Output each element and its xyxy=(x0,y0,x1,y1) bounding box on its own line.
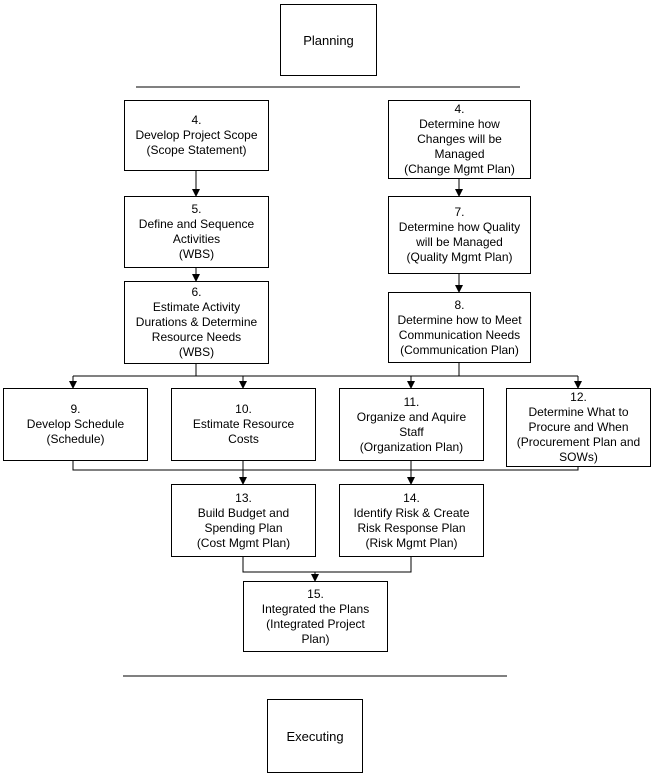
step-text-line: (WBS) xyxy=(178,345,215,359)
step-text-line: Determine how xyxy=(419,117,500,131)
step-text-line: Develop Schedule xyxy=(26,417,125,431)
executing-phase-box: Executing xyxy=(267,699,363,773)
step-text-line: (Risk Mgmt Plan) xyxy=(365,535,458,550)
step-text-line: Risk Response Plan xyxy=(357,520,466,535)
fanout-line xyxy=(195,363,460,377)
step-text-line: Spending Plan xyxy=(204,520,283,535)
step-text-line: Determine how to Meet xyxy=(397,312,522,327)
step-text-line: (Change Mgmt Plan) xyxy=(404,162,515,176)
step-text-line: will be Managed xyxy=(416,235,503,249)
step-text-line: Plan) xyxy=(301,631,330,646)
step-text-line: 7. xyxy=(454,205,465,219)
step-text-line: (Schedule) xyxy=(46,432,105,446)
step-text-line: Resource Needs xyxy=(151,330,242,344)
gather-line xyxy=(72,461,579,471)
step-text-line: 9. xyxy=(70,402,81,416)
step-develop-schedule: 9.Develop Schedule(Schedule) xyxy=(3,388,148,461)
step-text-line: 15. xyxy=(307,586,324,601)
step-text-line: Integrated the Plans xyxy=(261,601,370,616)
step-text-line: Communication Needs xyxy=(398,327,521,342)
step-text-line: (Cost Mgmt Plan) xyxy=(196,535,291,550)
step-text-line: 5. xyxy=(191,202,202,216)
step-text-line: Activities xyxy=(172,232,221,246)
step-text-line: Estimate Activity xyxy=(152,300,241,314)
step-text-line: (Quality Mgmt Plan) xyxy=(406,250,513,264)
step-text-line: (Integrated Project xyxy=(266,616,365,631)
step-text-line: Costs xyxy=(228,432,259,446)
step-text-line: Durations & Determine xyxy=(135,315,258,329)
step-text-line: Estimate Resource xyxy=(192,417,295,431)
step-text-line: Changes will be xyxy=(417,132,502,146)
step-text-line: Build Budget and xyxy=(197,505,290,520)
step-text-line: Organize and Aquire xyxy=(356,409,467,424)
step-text-line: Procure and When xyxy=(528,420,629,434)
step-text-line: (Procurement Plan and xyxy=(516,435,641,449)
step-develop-scope: 4.Develop Project Scope(Scope Statement) xyxy=(124,100,269,171)
step-text-line: (Organization Plan) xyxy=(359,439,464,454)
step-text-line: 6. xyxy=(191,285,202,299)
executing-label: Executing xyxy=(286,728,344,744)
step-text-line: Develop Project Scope xyxy=(135,128,258,142)
planning-phase-box: Planning xyxy=(280,4,377,76)
step-text-line: 11. xyxy=(403,394,420,409)
step-text-line: (Communication Plan) xyxy=(400,342,519,357)
step-text-line: Staff xyxy=(399,424,424,439)
step-text-line: (WBS) xyxy=(178,247,215,261)
step-text-line: Define and Sequence xyxy=(138,217,255,231)
merge-line xyxy=(242,557,412,573)
step-text-line: 4. xyxy=(191,113,202,127)
step-text-line: 12. xyxy=(570,390,587,404)
step-text-line: Determine how Quality xyxy=(398,220,521,234)
step-text-line: 10. xyxy=(235,402,252,416)
step-text-line: Determine What to xyxy=(528,405,629,419)
step-text-line: 13. xyxy=(235,490,252,505)
step-text-line: Managed xyxy=(434,147,485,161)
step-text-line: 4. xyxy=(454,102,465,116)
step-integrate-plans: 15.Integrated the Plans(Integrated Proje… xyxy=(243,581,388,652)
planning-label: Planning xyxy=(303,32,354,48)
step-text-line: Identify Risk & Create xyxy=(353,505,470,520)
step-text-line: SOWs) xyxy=(559,450,598,464)
step-text-line: (Scope Statement) xyxy=(146,143,247,157)
step-text-line: 8. xyxy=(454,297,465,312)
step-text-line: 14. xyxy=(403,490,420,505)
